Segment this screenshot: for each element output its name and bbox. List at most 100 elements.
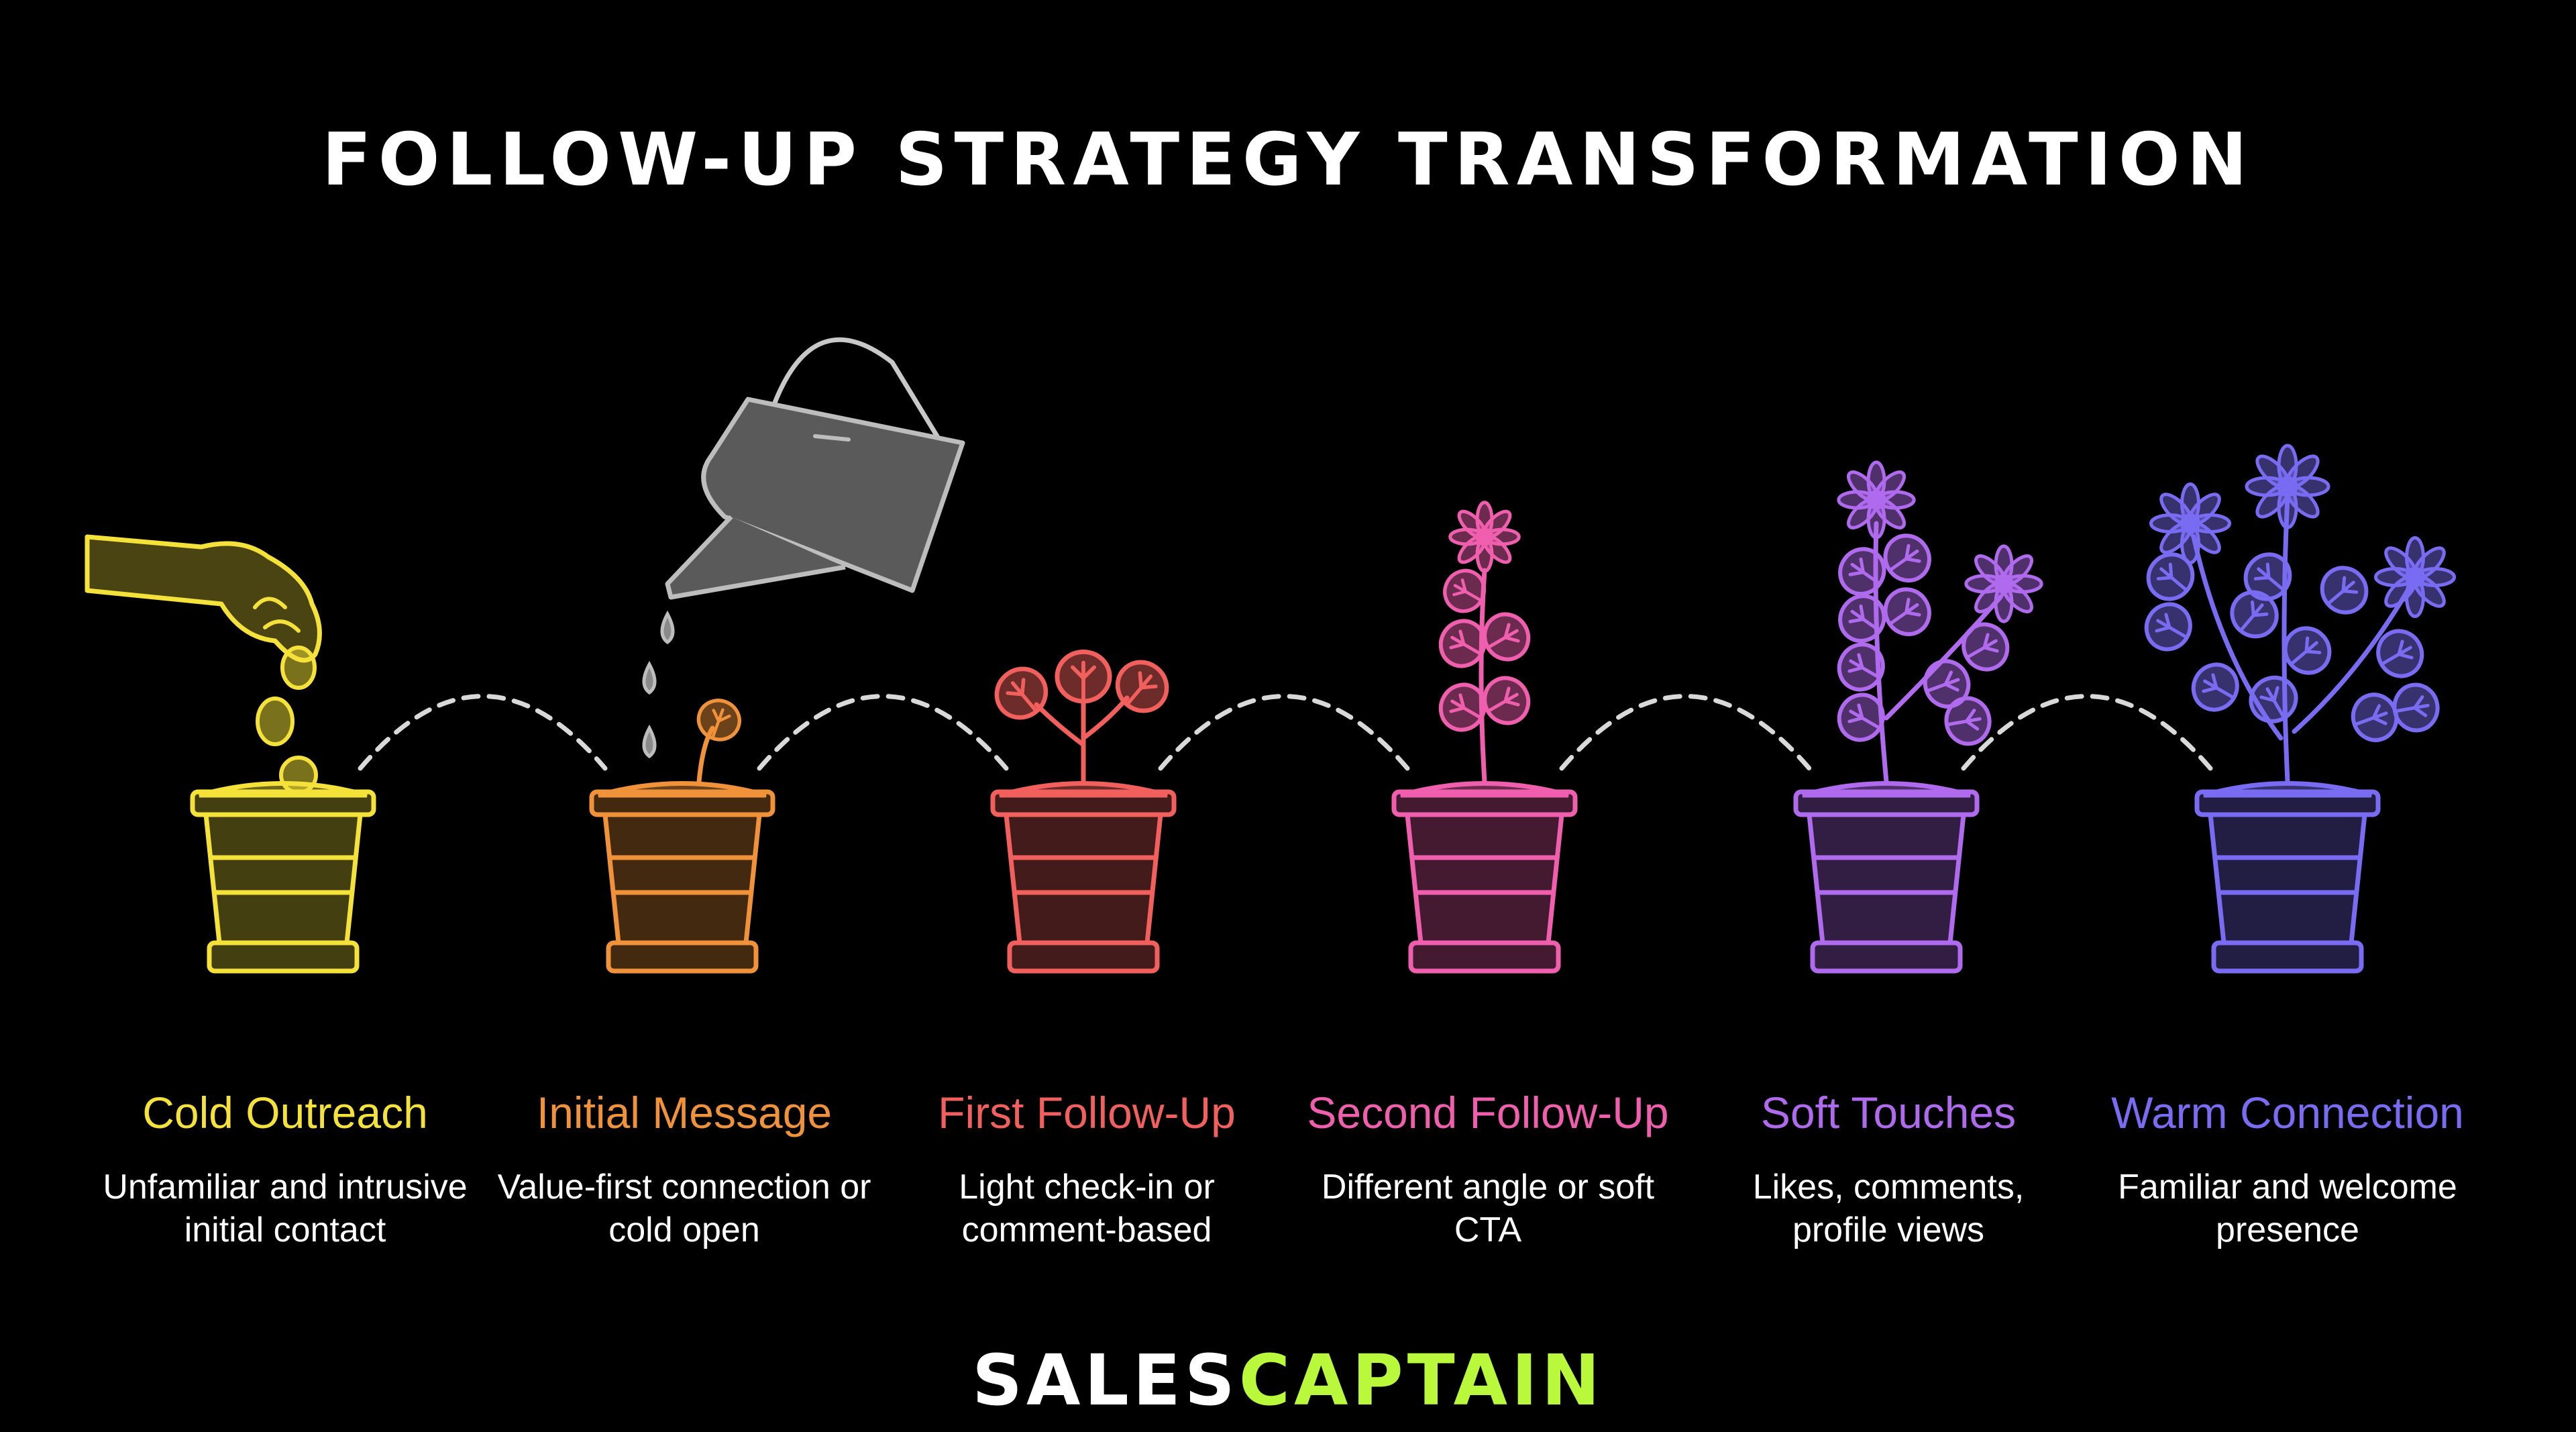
brand-logo: SALESCAPTAIN (0, 1345, 2576, 1415)
stem (2191, 534, 2284, 741)
pot-rim (990, 789, 1177, 817)
seed (280, 646, 317, 690)
stage-initial-message: Initial Message Value-first connection o… (496, 1084, 872, 1251)
water-drop (660, 610, 675, 645)
stage-cold-outreach: Cold Outreach Unfamiliar and intrusive i… (97, 1084, 473, 1251)
flower (1448, 501, 1521, 573)
pot-rim (190, 789, 376, 817)
connector-arc (1961, 694, 2213, 771)
hand-dropping-seeds-icon (85, 534, 376, 974)
pot-saucer (1810, 940, 1963, 974)
leaf (2144, 602, 2192, 652)
leaf (2392, 682, 2440, 733)
water-drop (642, 660, 657, 695)
leaf (2249, 675, 2298, 723)
full-bloom-plant-pot-icon (2144, 444, 2457, 974)
leaf (994, 666, 1049, 720)
stage-warm-connection: Warm Connection Familiar and welcome pre… (2100, 1084, 2475, 1251)
pot-body (203, 812, 363, 945)
leaf (2191, 662, 2239, 712)
leaf (1837, 642, 1885, 692)
stage-soft-touches: Soft Touches Likes, comments, profile vi… (1701, 1084, 2076, 1251)
connector-arc (1158, 694, 1410, 771)
pot-saucer (1408, 940, 1561, 974)
stage-second-follow-up: Second Follow-Up Different angle or soft… (1300, 1084, 1676, 1251)
pot-rim (1391, 789, 1578, 817)
pot-saucer (1007, 940, 1160, 974)
pots-group (85, 337, 2457, 974)
flower (1837, 460, 1916, 540)
stage-first-follow-up: First Follow-Up Light check-in or commen… (899, 1084, 1275, 1251)
watering-can-sprout-icon (589, 337, 965, 974)
flowering-plant-pot-icon (1793, 460, 2043, 974)
stem (2292, 581, 2414, 734)
flower (2373, 535, 2457, 619)
leaf (1115, 660, 1169, 713)
leaf (1838, 594, 1886, 644)
stage-label: Second Follow-Up (1307, 1088, 1669, 1137)
leaf (2146, 552, 2195, 601)
pot-rim (589, 789, 775, 817)
connector-arc (1559, 694, 1812, 771)
seedling-pot-icon (990, 649, 1177, 974)
leaf (1438, 682, 1487, 732)
connector-arc (757, 694, 1009, 771)
flower (2245, 444, 2330, 529)
leaf (2320, 566, 2369, 615)
pot-rim (1793, 789, 1980, 817)
stage-description: Different angle or soft CTA (1321, 1168, 1655, 1249)
pot-saucer (2211, 940, 2364, 974)
hand-shape (85, 534, 322, 663)
connector-arc (358, 694, 608, 771)
brand-word-captain: CAPTAIN (1238, 1339, 1604, 1421)
leaf (2230, 590, 2279, 639)
brand-word-sales: SALES (972, 1339, 1239, 1421)
pot-body (1004, 812, 1163, 945)
leaf (1055, 649, 1112, 704)
connector-arcs (358, 694, 2213, 771)
budding-flower-pot-icon (1391, 501, 1578, 974)
leaf (1483, 612, 1531, 662)
leaf (1837, 693, 1885, 742)
leaf (1838, 547, 1886, 597)
stage-label: Cold Outreach (142, 1088, 428, 1137)
flower (2149, 482, 2232, 565)
stage-description: Familiar and welcome presence (2118, 1168, 2457, 1249)
leaf (1483, 676, 1531, 725)
watering-can (665, 337, 965, 600)
pot-body (1405, 812, 1564, 945)
pot-rim (2194, 789, 2381, 817)
stage-label: First Follow-Up (938, 1088, 1236, 1137)
seed (256, 697, 294, 746)
stage-description: Value-first connection or cold open (497, 1168, 871, 1249)
stage-label: Initial Message (536, 1088, 833, 1137)
stage-description: Likes, comments, profile views (1752, 1168, 2025, 1249)
leaf (1883, 533, 1931, 583)
leaf (2283, 626, 2332, 675)
stem (2282, 494, 2290, 784)
stem (1034, 702, 1086, 748)
pot-body (2208, 812, 2367, 945)
water-drop (642, 724, 657, 759)
stem (1884, 595, 2003, 721)
pot-body (1807, 812, 1966, 945)
flower (1964, 544, 2043, 623)
leaf (2376, 629, 2424, 678)
pot-saucer (606, 940, 759, 974)
stage-description: Light check-in or comment-based (959, 1168, 1215, 1249)
pot-body (602, 812, 762, 945)
leaf (2351, 693, 2399, 742)
leaf (1438, 619, 1487, 668)
leaf (2243, 552, 2292, 601)
stage-label: Soft Touches (1760, 1088, 2017, 1137)
stem (696, 725, 715, 784)
leaf (1944, 696, 1992, 746)
leaf (1443, 568, 1487, 613)
pot-saucer (207, 940, 360, 974)
leaf (696, 699, 741, 741)
leaf (1883, 587, 1931, 637)
stage-description: Unfamiliar and intrusive initial contact (103, 1168, 468, 1249)
leaf (1962, 622, 2010, 672)
